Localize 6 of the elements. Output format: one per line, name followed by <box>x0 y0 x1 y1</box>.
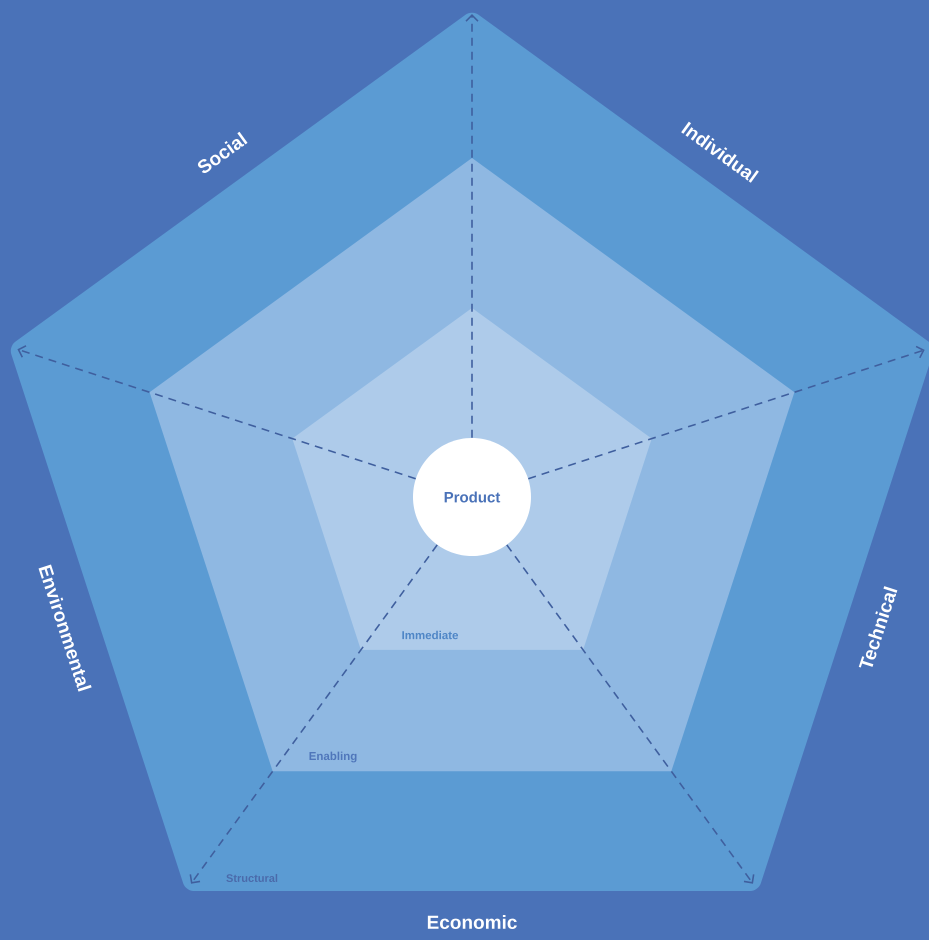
dashed-arrow <box>528 346 925 480</box>
dashed-arrow <box>465 14 479 438</box>
dashed-arrow <box>190 544 438 884</box>
dashed-arrow <box>506 544 754 884</box>
dashed-arrow <box>17 345 416 480</box>
side-label: Economic <box>428 915 517 929</box>
